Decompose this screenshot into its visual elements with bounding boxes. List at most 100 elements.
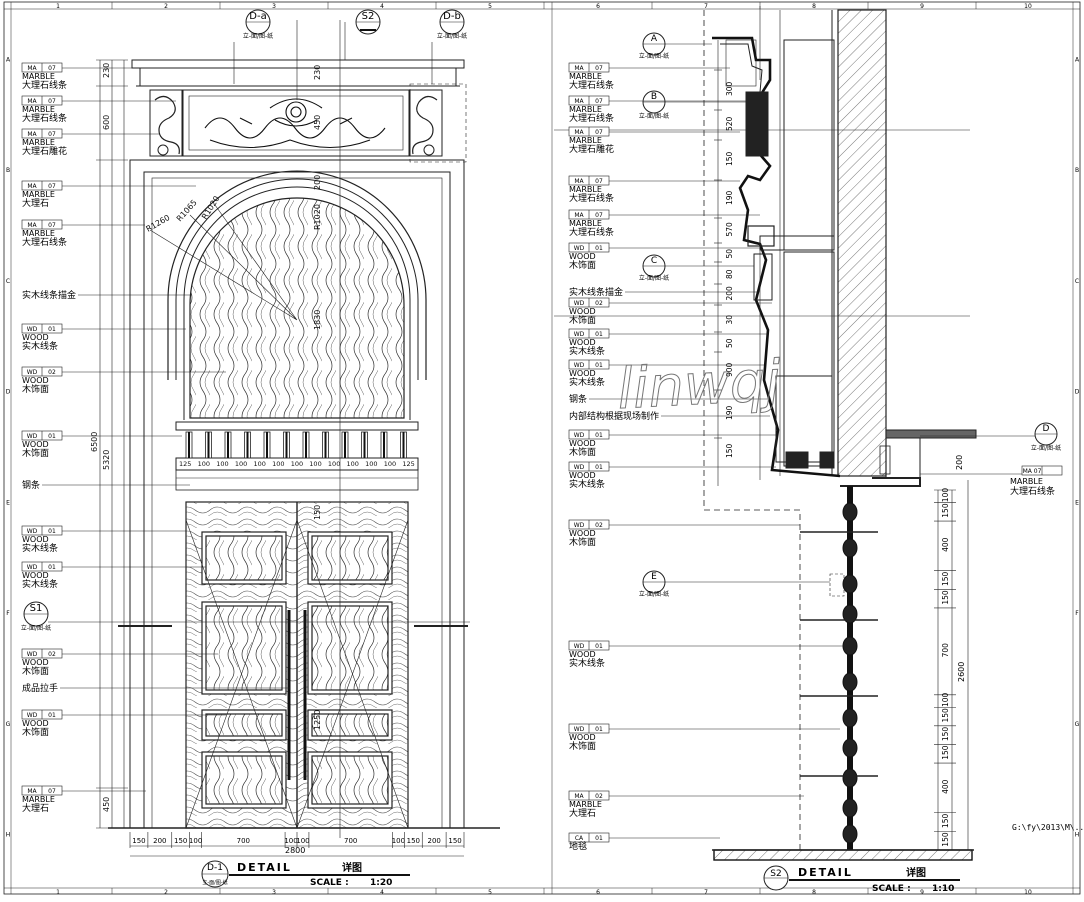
grid-bottom-label: 6 xyxy=(596,889,600,896)
label-cn: 大理石雕花 xyxy=(22,145,67,157)
sec-vert-dim: 300 xyxy=(725,81,734,96)
svg-text:S2: S2 xyxy=(362,11,375,22)
label-code: WD xyxy=(574,522,585,529)
label-en: WOOD xyxy=(569,471,596,480)
svg-text:立-面/图-纸: 立-面/图-纸 xyxy=(243,32,273,40)
label-code-num: 01 xyxy=(595,643,603,650)
callout-s1: S1 立-面/图-纸 xyxy=(21,601,470,632)
label-cn: 地毯 xyxy=(569,840,587,852)
grid-left-label: A xyxy=(6,56,11,63)
svg-text:立-面/图-纸: 立-面/图-纸 xyxy=(1031,444,1061,452)
spindle-bead xyxy=(842,824,858,844)
grid-bottom-label: 2 xyxy=(164,889,168,896)
label-cn: 实木线条 xyxy=(22,340,58,352)
label-code: MA xyxy=(574,129,584,136)
bottom-dim: 150 xyxy=(448,837,461,845)
label-en: WOOD xyxy=(569,733,596,742)
label-cn: 木饰面 xyxy=(569,740,596,752)
spindle-bead xyxy=(842,672,858,692)
grid-top-label: 10 xyxy=(1024,3,1032,10)
grid-bottom-label: 5 xyxy=(488,889,492,896)
grid-left-label: B xyxy=(6,167,10,174)
label-cn: 木饰面 xyxy=(22,665,49,677)
label-code: WD xyxy=(27,712,38,719)
baluster-dim: 100 xyxy=(216,460,228,468)
label-code: WD xyxy=(574,362,585,369)
label-code-num: 01 xyxy=(595,835,603,842)
section-right-label: MA 07 MARBLE 大理石线条 xyxy=(920,465,1063,497)
label-cn: 大理石线条 xyxy=(569,79,614,91)
sec-vert-dim: 50 xyxy=(725,249,734,259)
baluster-dim: 100 xyxy=(253,460,265,468)
sheet-border xyxy=(3,1,1081,895)
label-cn: 成品拉手 xyxy=(22,682,58,694)
section-title-block: S2 DETAIL 详图 SCALE : 1:10 xyxy=(763,865,960,894)
arc-dim-r1260: R1260 xyxy=(145,213,172,234)
grid-left-label: C xyxy=(6,278,10,285)
label-cn: 木饰面 xyxy=(22,726,49,738)
label-code: WD xyxy=(574,245,585,252)
label-code-num: 07 xyxy=(595,65,603,72)
label-code: MA xyxy=(27,183,37,190)
grid-top-label: 1 xyxy=(56,3,60,10)
label-code-num: 02 xyxy=(48,651,56,658)
label-code: WD xyxy=(574,643,585,650)
material-label: 钢条 xyxy=(22,479,190,491)
label-code-num: 07 xyxy=(48,183,56,190)
sec-title-id: S2 xyxy=(770,869,781,879)
label-en: MARBLE xyxy=(22,72,55,81)
spindle-beads xyxy=(842,502,858,844)
sec-vert-dim: 900 xyxy=(725,362,734,377)
label-code: WD xyxy=(574,432,585,439)
label-en: MARBLE xyxy=(22,190,55,199)
svg-text:MA 07: MA 07 xyxy=(1023,468,1042,475)
elevation-left-dims xyxy=(96,59,128,829)
elevation-drawing xyxy=(108,20,500,838)
baluster-group xyxy=(185,431,407,459)
label-en: MARBLE xyxy=(22,795,55,804)
label-cn: 大理石线条 xyxy=(22,79,67,91)
callout-b: B 立-面/图-纸 xyxy=(639,90,746,120)
bottom-dim: 150 xyxy=(407,837,420,845)
label-en: WOOD xyxy=(569,439,596,448)
spindle-bead xyxy=(842,502,858,522)
material-label: 钢条 xyxy=(569,393,770,405)
grid-right-label: D xyxy=(1075,389,1080,396)
sec-vert-dim: 520 xyxy=(725,116,734,131)
sec-vert-dim: 190 xyxy=(725,190,734,205)
corbel-left xyxy=(149,89,183,157)
label-code: WD xyxy=(574,331,585,338)
grid-bottom-label: 3 xyxy=(272,889,276,896)
bottom-dim: 200 xyxy=(427,837,440,845)
bottom-dim: 150 xyxy=(174,837,187,845)
svg-text:立-面/图-纸: 立-面/图-纸 xyxy=(639,590,669,598)
dim-230: 230 xyxy=(102,63,111,78)
label-en: WOOD xyxy=(569,529,596,538)
center-dim-450: 450 xyxy=(313,115,322,130)
label-code-num: 01 xyxy=(595,464,603,471)
sec-vert-dim: 80 xyxy=(725,269,734,279)
bottom-dim: 150 xyxy=(132,837,145,845)
dim-600: 600 xyxy=(102,115,111,130)
callout-e: E 立-面/图-纸 xyxy=(639,570,845,598)
sec-vert-dim: 30 xyxy=(725,315,734,325)
sec-right-dim: 150 xyxy=(941,708,950,723)
sec-right-dim: 400 xyxy=(941,779,950,794)
label-code-num: 02 xyxy=(595,300,603,307)
label-en: WOOD xyxy=(569,369,596,378)
baluster-dim: 100 xyxy=(235,460,247,468)
label-code: WD xyxy=(27,528,38,535)
elev-title-cn: 详图 xyxy=(342,861,362,874)
elev-title-sub: 立-面/图-纸 xyxy=(202,879,227,886)
label-code-num: 01 xyxy=(595,331,603,338)
grid-top-label: 7 xyxy=(704,3,708,10)
grid-top-label: 2 xyxy=(164,3,168,10)
